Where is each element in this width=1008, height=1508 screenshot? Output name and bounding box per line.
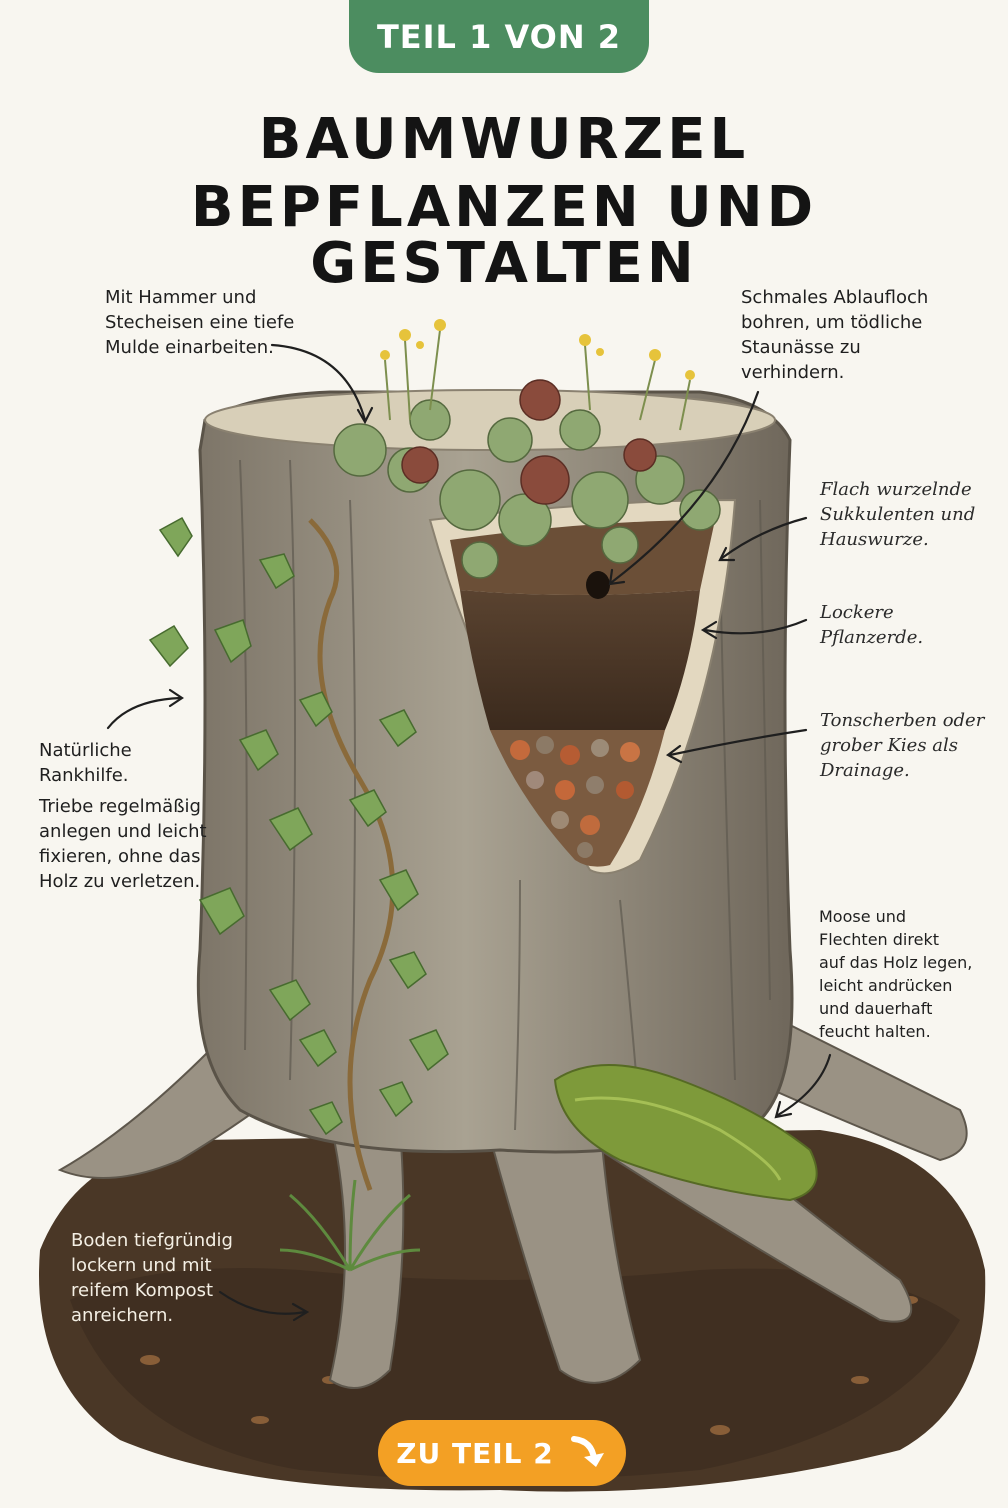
annotation-arrows — [106, 343, 832, 1322]
drainage-stones — [510, 736, 640, 858]
next-part-button[interactable]: ZU TEIL 2 — [378, 1420, 626, 1486]
note-hollow: Mit Hammer und Stecheisen eine tiefe Mul… — [105, 287, 295, 358]
page-title-line1: BAUMWURZEL — [258, 107, 750, 172]
note-drain-hole: Schmales Ablaufloch bohren, um tödliche … — [741, 287, 929, 383]
part-badge-label: TEIL 1 VON 2 — [376, 17, 622, 56]
moss-patch — [553, 1064, 818, 1202]
stump-cavity — [428, 498, 737, 875]
fern-plant — [279, 1179, 421, 1272]
arrow-down-right-icon — [570, 1436, 604, 1467]
note-succulents: Flach wurzelnde Sukkulenten und Hauswurz… — [820, 479, 976, 550]
succulent-plants — [333, 319, 721, 579]
note-climbing-detail: Triebe regelmäßig anlegen und leicht fix… — [39, 796, 207, 892]
drain-hole — [586, 571, 610, 599]
note-climbing: Natürliche Rankhilfe. Triebe regelmäßig … — [39, 740, 207, 892]
note-drainage: Tonscherben oder grober Kies als Drainag… — [820, 710, 985, 781]
part-badge: TEIL 1 VON 2 — [349, 0, 649, 73]
note-ground: Boden tiefgründig lockern und mit reifem… — [71, 1230, 233, 1326]
next-part-label: ZU TEIL 2 — [396, 1436, 554, 1470]
note-moss: Moose und Flechten direkt auf das Holz l… — [819, 907, 973, 1041]
ivy-climbing-plant — [148, 516, 449, 1191]
page-title-line2: BEPFLANZEN UND GESTALTEN — [190, 175, 818, 296]
note-soil: Lockere Pflanzerde. — [820, 602, 924, 648]
